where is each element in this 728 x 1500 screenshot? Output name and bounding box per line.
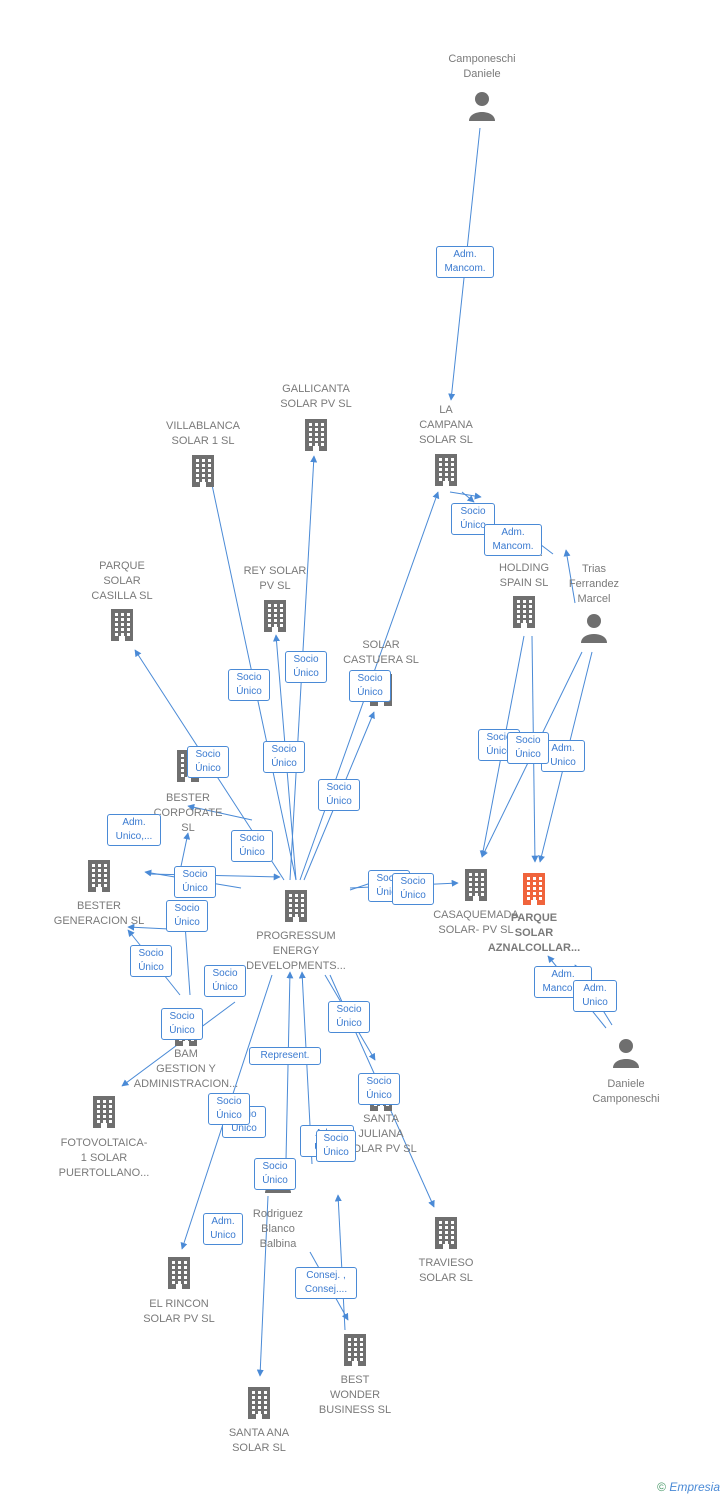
node-label: GALLICANTA SOLAR PV SL bbox=[280, 383, 352, 410]
node-rodriguez[interactable]: Rodriguez Blanco Balbina bbox=[213, 1207, 343, 1252]
person-icon-camponeschi_bottom[interactable] bbox=[612, 1038, 640, 1073]
node-label: TRAVIESO SOLAR SL bbox=[418, 1257, 474, 1284]
node-travieso[interactable]: TRAVIESO SOLAR SL bbox=[381, 1256, 511, 1286]
node-santa_ana[interactable]: SANTA ANA SOLAR SL bbox=[194, 1426, 324, 1456]
building-icon-progressum[interactable] bbox=[282, 889, 310, 928]
relation-badge-b7[interactable]: Socio Único bbox=[187, 746, 229, 778]
node-gallicanta[interactable]: GALLICANTA SOLAR PV SL bbox=[251, 382, 381, 412]
relation-badge-b1[interactable]: Adm. Mancom. bbox=[436, 246, 494, 278]
node-label: SANTA ANA SOLAR SL bbox=[228, 1427, 290, 1454]
relation-badge-b21[interactable]: Socio Único bbox=[507, 732, 549, 764]
footer: © Empresia bbox=[657, 1480, 720, 1494]
person-icon-camponeschi_top[interactable] bbox=[468, 91, 496, 126]
edge-3 bbox=[461, 491, 475, 503]
relation-badge-b32[interactable]: Adm. Unico bbox=[203, 1213, 243, 1245]
node-bester_corporate[interactable]: BESTER CORPORATE SL bbox=[123, 791, 253, 836]
edge-18 bbox=[181, 923, 191, 996]
relation-badge-b18[interactable]: Socio Único bbox=[392, 873, 434, 905]
building-icon-el_rincon[interactable] bbox=[165, 1256, 193, 1295]
node-label: PARQUE SOLAR AZNALCOLLAR... bbox=[487, 912, 581, 954]
node-label: SOLAR CASTUERA SL bbox=[343, 639, 419, 666]
node-fotovoltaica[interactable]: FOTOVOLTAICA- 1 SOLAR PUERTOLLANO... bbox=[39, 1136, 169, 1181]
node-progressum[interactable]: PROGRESSUM ENERGY DEVELOPMENTS... bbox=[231, 929, 361, 974]
relation-badge-b15[interactable]: Socio Único bbox=[204, 965, 246, 997]
node-best_wonder[interactable]: BEST WONDER BUSINESS SL bbox=[290, 1373, 420, 1418]
node-label: Daniele Camponeschi bbox=[592, 1078, 660, 1105]
relation-badge-b10[interactable]: Adm. Unico,... bbox=[107, 814, 161, 846]
building-icon-travieso[interactable] bbox=[432, 1216, 460, 1255]
edge-12 bbox=[187, 803, 253, 821]
node-parque_casilla[interactable]: PARQUE SOLAR CASILLA SL bbox=[57, 559, 187, 604]
relation-badge-b11[interactable]: Socio Único bbox=[231, 830, 273, 862]
node-camponeschi_top[interactable]: Camponeschi Daniele bbox=[417, 52, 547, 82]
node-bam[interactable]: BAM GESTION Y ADMINISTRACION... bbox=[121, 1047, 251, 1092]
relation-badge-b29[interactable]: Socio Único bbox=[254, 1158, 296, 1190]
node-casaquemada[interactable]: CASAQUEMADA SOLAR- PV SL bbox=[411, 908, 541, 938]
building-icon-bester_generacion[interactable] bbox=[85, 859, 113, 898]
brand-logo[interactable]: Empresia bbox=[669, 1480, 720, 1494]
building-icon-aznalcollar[interactable] bbox=[520, 872, 548, 911]
node-label: Trias Ferrandez Marcel bbox=[568, 563, 620, 605]
node-label: VILLABLANCA SOLAR 1 SL bbox=[166, 420, 240, 447]
building-icon-fotovoltaica[interactable] bbox=[90, 1095, 118, 1134]
edge-33 bbox=[256, 1195, 269, 1377]
building-icon-best_wonder[interactable] bbox=[341, 1333, 369, 1372]
relation-badge-b9[interactable]: Socio Único bbox=[318, 779, 360, 811]
node-aznalcollar[interactable]: PARQUE SOLAR AZNALCOLLAR... bbox=[469, 911, 599, 956]
node-label: PROGRESSUM ENERGY DEVELOPMENTS... bbox=[246, 930, 346, 972]
node-bester_generacion[interactable]: BESTER GENERACION SL bbox=[34, 899, 164, 929]
relation-badge-b16[interactable]: Socio Único bbox=[161, 1008, 203, 1040]
building-icon-casaquemada[interactable] bbox=[462, 868, 490, 907]
relation-badge-b26[interactable]: Represent. bbox=[249, 1047, 321, 1065]
node-label: BESTER CORPORATE SL bbox=[153, 792, 223, 834]
edge-35 bbox=[334, 1194, 346, 1331]
relation-badge-b13[interactable]: Socio Único bbox=[166, 900, 208, 932]
node-label: Rodriguez Blanco Balbina bbox=[252, 1208, 304, 1250]
relation-badge-b23[interactable]: Adm. Unico bbox=[573, 980, 617, 1012]
relation-badge-b28[interactable]: Socio Único bbox=[208, 1093, 250, 1125]
node-label: Camponeschi Daniele bbox=[448, 53, 516, 80]
node-label: BESTER GENERACION SL bbox=[53, 900, 145, 927]
relation-badge-b8[interactable]: Socio Único bbox=[263, 741, 305, 773]
building-icon-parque_casilla[interactable] bbox=[108, 608, 136, 647]
relation-badge-b14[interactable]: Socio Único bbox=[130, 945, 172, 977]
building-icon-solar_holding[interactable] bbox=[510, 595, 538, 634]
node-villablanca[interactable]: VILLABLANCA SOLAR 1 SL bbox=[138, 419, 268, 449]
relation-badge-b31[interactable]: Socio Único bbox=[316, 1130, 356, 1162]
relation-badge-b24[interactable]: Socio Único bbox=[328, 1001, 370, 1033]
node-label: BEST WONDER BUSINESS SL bbox=[318, 1374, 392, 1416]
edge-31 bbox=[285, 971, 294, 1161]
relation-badge-b4[interactable]: Socio Único bbox=[228, 669, 270, 701]
node-label: PARQUE SOLAR CASILLA SL bbox=[91, 560, 153, 602]
node-label: LA CAMPANA SOLAR SL bbox=[419, 404, 473, 446]
relation-badge-b12[interactable]: Socio Único bbox=[174, 866, 216, 898]
relation-badge-b2[interactable]: Socio Único bbox=[451, 503, 495, 535]
copyright-symbol: © bbox=[657, 1480, 666, 1494]
building-icon-rey_solar[interactable] bbox=[261, 599, 289, 638]
node-label: FOTOVOLTAICA- 1 SOLAR PUERTOLLANO... bbox=[58, 1137, 150, 1179]
person-icon-trias[interactable] bbox=[580, 613, 608, 648]
building-icon-gallicanta[interactable] bbox=[302, 418, 330, 457]
node-label: BAM GESTION Y ADMINISTRACION... bbox=[133, 1048, 239, 1090]
edge-4 bbox=[563, 549, 576, 604]
building-icon-villablanca[interactable] bbox=[189, 454, 217, 493]
node-camponeschi_bottom[interactable]: Daniele Camponeschi bbox=[561, 1077, 691, 1107]
node-la_campana[interactable]: LA CAMPANA SOLAR SL bbox=[381, 403, 511, 448]
node-trias[interactable]: Trias Ferrandez Marcel bbox=[529, 562, 659, 607]
relation-badge-b6[interactable]: Socio Único bbox=[349, 670, 391, 702]
building-icon-la_campana[interactable] bbox=[432, 453, 460, 492]
node-rey_solar[interactable]: REY SOLAR PV SL bbox=[210, 564, 340, 594]
node-label: CASAQUEMADA SOLAR- PV SL bbox=[433, 909, 519, 936]
relation-badge-b33[interactable]: Consej. , Consej.... bbox=[295, 1267, 357, 1299]
relation-badge-b5[interactable]: Socio Único bbox=[285, 651, 327, 683]
relation-badge-b25[interactable]: Socio Único bbox=[358, 1073, 400, 1105]
building-icon-santa_ana[interactable] bbox=[245, 1386, 273, 1425]
node-solar_castuera[interactable]: SOLAR CASTUERA SL bbox=[316, 638, 446, 668]
node-label: REY SOLAR PV SL bbox=[243, 565, 307, 592]
node-el_rincon[interactable]: EL RINCON SOLAR PV SL bbox=[114, 1297, 244, 1327]
node-label: EL RINCON SOLAR PV SL bbox=[143, 1298, 215, 1325]
relation-badge-b3[interactable]: Adm. Mancom. bbox=[484, 524, 542, 556]
